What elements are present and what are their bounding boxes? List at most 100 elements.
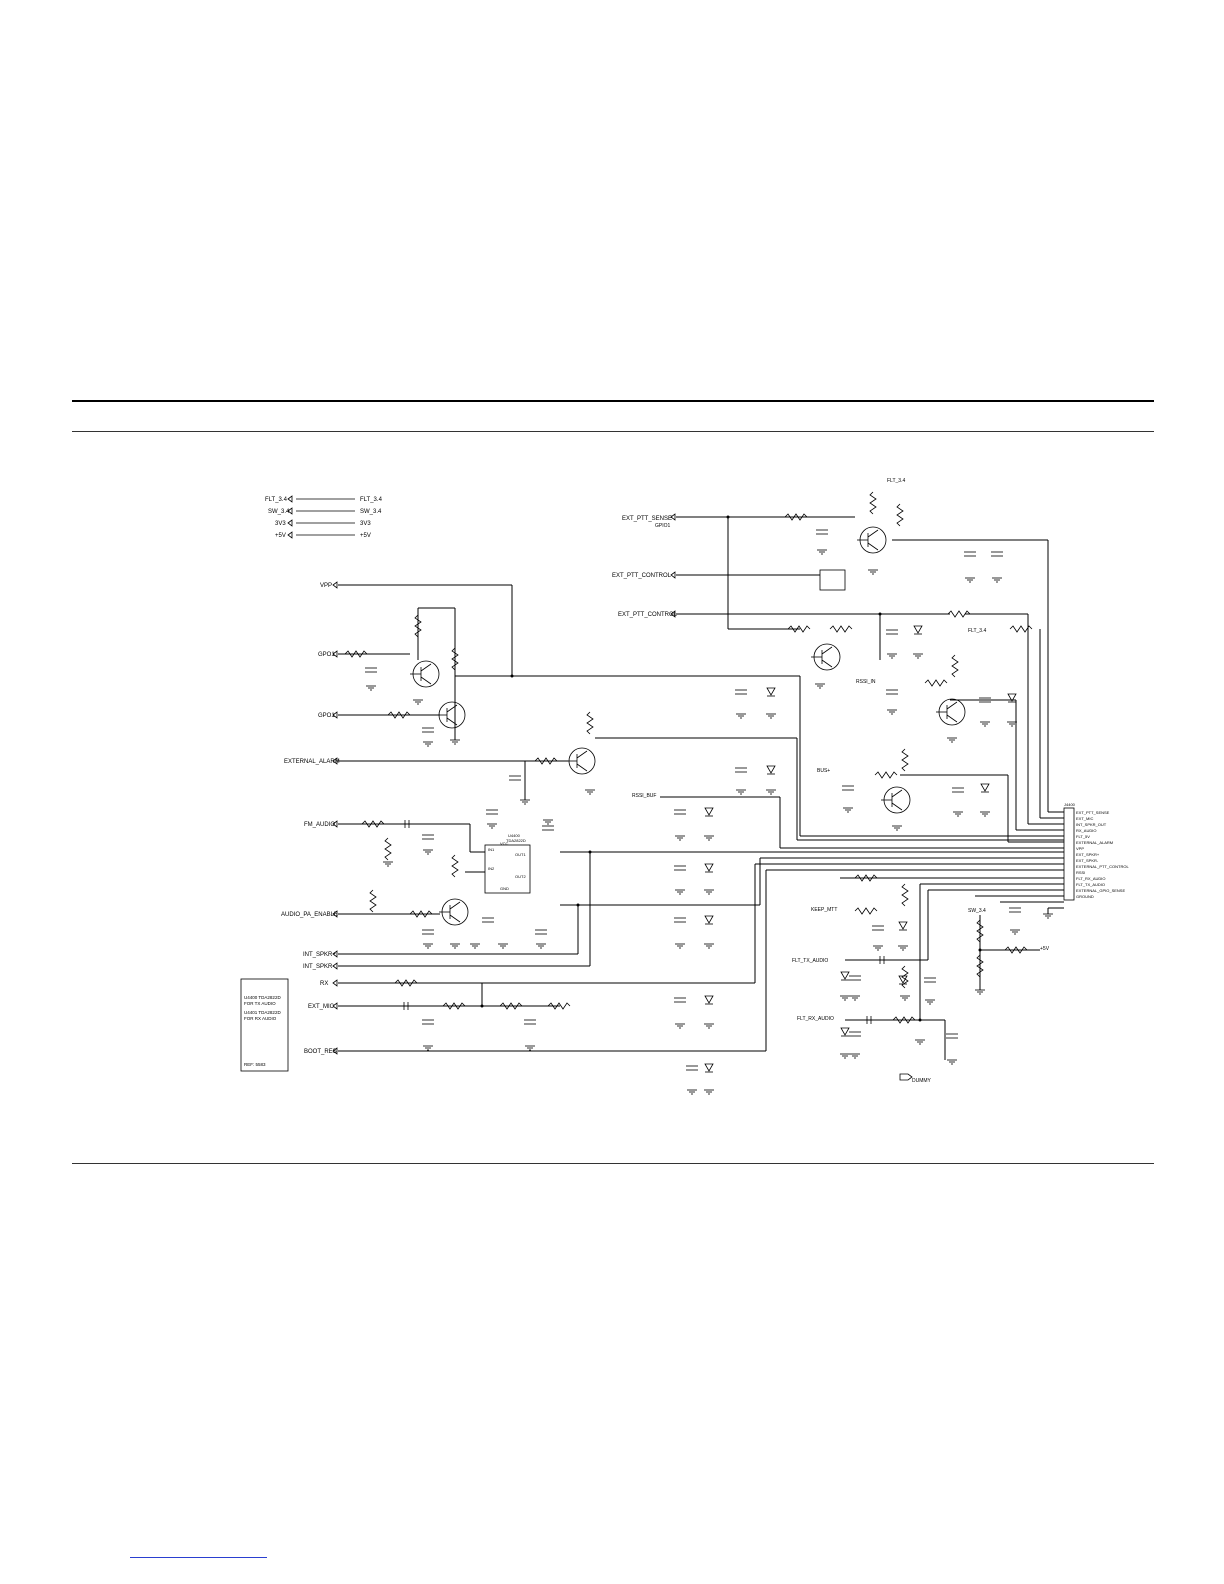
footer-rule <box>72 1163 1154 1164</box>
rail-net-right: FLT_3.4 <box>360 497 383 503</box>
ic-pin-out2: OUT2 <box>515 874 526 879</box>
connector-pin-label: FLT_RX_AUDIO <box>1076 876 1106 881</box>
ic-pin-out1: OUT1 <box>515 852 526 857</box>
rail-flt34-left: FLT_3.4 FLT_3.4 <box>265 495 383 503</box>
connector-pin-label: RSSI <box>1076 870 1085 875</box>
transistor-q4405 <box>810 643 841 671</box>
connector-pin-label: VPP <box>1076 846 1084 851</box>
transistor-q4406 <box>935 698 966 726</box>
note-box-border <box>240 978 289 1072</box>
port-fm-audio: FM_AUDIO <box>304 822 335 828</box>
connector-ref: J4400 <box>1064 802 1076 807</box>
connector-pin-label: GROUND <box>1076 894 1094 899</box>
transistor-q4401 <box>409 660 440 688</box>
connector-pin-label: EXT_PTT_SENSE <box>1076 810 1110 815</box>
grounds <box>365 549 1054 1095</box>
transistors <box>409 526 966 926</box>
transistor-q4404 <box>856 526 887 554</box>
port-ext-ptt-sense-sub: GPIO1 <box>655 523 671 529</box>
port-gpo1b: GPO1 <box>318 713 335 719</box>
port-int-spkr-minus: INT_SPKR- <box>303 964 334 970</box>
junctions <box>480 515 982 1022</box>
port-rssi-buf: RSSI_BUF <box>632 793 656 799</box>
port-int-spkr-plus: INT_SPKR+ <box>303 952 336 958</box>
ic-pin-vcc: VCC <box>500 841 509 846</box>
left-port-labels: VPP GPO1 GPO1 EXTERNAL_ALARM FM_AUDIO AU… <box>281 581 340 1055</box>
amplifier-ic: IN1 IN2 OUT1 OUT2 VCC GND U4400 TDA2822D <box>484 833 531 894</box>
connector-pin-label: EXTERNAL_GPIO_SENSE <box>1076 888 1125 893</box>
header-rule-thin <box>72 431 1154 432</box>
rail-label-left: 3V3 <box>275 521 286 527</box>
footer-link-underline[interactable] <box>130 1557 267 1558</box>
port-ext-ptt-sense: EXT_PTT_SENSE <box>622 516 672 522</box>
port-gpo1: GPO1 <box>318 652 335 658</box>
ic-pin-in2: IN2 <box>488 866 495 871</box>
wiring <box>338 516 1064 1060</box>
resistors <box>344 491 1033 1024</box>
port-audio-pa-enable: AUDIO_PA_ENABLE <box>281 912 338 918</box>
ic-body <box>484 844 531 894</box>
capacitors <box>364 529 1022 1071</box>
port-ext-ptt-control-2: EXT_PTT_CONTROL <box>618 612 678 618</box>
power-rail-legend: FLT_3.4 FLT_3.4 SW_3.4 SW_3.4 3V3 3V3 +5… <box>265 495 383 539</box>
connector-pin-label: FLT_TX_AUDIO <box>1076 882 1105 887</box>
port-rx: RX <box>320 981 328 987</box>
note-line-1: U4400 TDA2822D <box>244 995 281 1000</box>
port-flt-tx-audio: FLT_TX_AUDIO <box>792 958 828 964</box>
ic-part: TDA2822D <box>506 838 526 843</box>
note-footer: REF: 5583 <box>244 1062 266 1067</box>
header-rule-thick <box>72 400 1154 402</box>
connector-pin-label: EXT_SPKR+ <box>1076 852 1100 857</box>
top-port-labels: EXT_PTT_SENSE GPIO1 EXT_PTT_CONTROL EXT_… <box>612 513 678 618</box>
port-boot-res: BOOT_RES <box>304 1049 337 1055</box>
connector-pin-label: EXTERNAL_ALARM <box>1076 840 1113 845</box>
connector-pin-label: EXTERNAL_PTT_CONTROL <box>1076 864 1129 869</box>
connector-pin-labels: EXT_PTT_SENSEEXT_MICINT_SPKR_OUTRX_AUDIO… <box>1076 810 1129 899</box>
port-keep-mtt: KEEP_MTT <box>811 907 837 913</box>
protection-diodes <box>704 625 1017 1073</box>
port-rssi-in: RSSI_IN <box>856 679 876 685</box>
port-plus5v: +5V <box>1040 946 1050 952</box>
rail-label-left: FLT_3.4 <box>265 497 288 503</box>
rail-sw34: SW_3.4 SW_3.4 <box>268 507 382 515</box>
rail-net-right: SW_3.4 <box>360 509 382 515</box>
rail-net-right: +5V <box>360 533 371 539</box>
connector-pin-label: INT_SPKR_OUT <box>1076 822 1107 827</box>
parts-note-box: U4400 TDA2822D FOR TX AUDIO U4401 TDA282… <box>240 978 289 1072</box>
connector-pin-label: EXT_MIC <box>1076 816 1093 821</box>
port-ext-ptt-control: EXT_PTT_CONTROL <box>612 573 672 579</box>
port-vpp: VPP <box>320 583 332 589</box>
port-ext-mic: EXT_MIC <box>308 1004 335 1010</box>
ic-pin-in1: IN1 <box>488 847 495 852</box>
connector-j4400: J4400 EXT_PTT_SENSEEXT_MICINT_SPKR_OUTRX… <box>1063 802 1129 901</box>
port-flt34-mid: FLT_3.4 <box>968 628 986 634</box>
port-bus: BUS+ <box>817 768 830 774</box>
note-line-4: FOR RX AUDIO <box>244 1016 277 1021</box>
ic-ref: U4400 <box>508 833 521 838</box>
note-line-3: U4401 TDA2822D <box>244 1010 281 1015</box>
port-flt-rx-audio: FLT_RX_AUDIO <box>797 1016 834 1022</box>
ic-pin-gnd: GND <box>500 886 509 891</box>
ic-small-u4402 <box>819 569 846 591</box>
port-sw34: SW_3.4 <box>968 908 986 914</box>
rail-5v: +5V +5V <box>275 531 371 539</box>
transistor-q4407 <box>880 786 911 814</box>
transistor-q4402 <box>435 701 466 729</box>
rail-label-left: +5V <box>275 533 286 539</box>
port-flt34-top: FLT_3.4 <box>887 478 905 484</box>
transistor-q4408 <box>438 898 469 926</box>
rail-3v3: 3V3 3V3 <box>275 519 371 527</box>
rail-label-left: SW_3.4 <box>268 509 290 515</box>
note-line-2: FOR TX AUDIO <box>244 1001 276 1006</box>
connector-body <box>1063 807 1075 901</box>
connector-pin-label: EXT_SPKR- <box>1076 858 1099 863</box>
connector-pin-label: RX_AUDIO <box>1076 828 1096 833</box>
rail-net-right: 3V3 <box>360 521 371 527</box>
dummy-port-icon <box>899 1073 913 1081</box>
right-port-labels: FLT_3.4 FLT_3.4 RSSI_BUF RSSI_IN BUS+ KE… <box>632 478 1050 1084</box>
transistor-q4403 <box>565 747 596 775</box>
connector-pin-label: FLT_5V <box>1076 834 1090 839</box>
port-external-alarm: EXTERNAL_ALARM <box>284 759 340 765</box>
